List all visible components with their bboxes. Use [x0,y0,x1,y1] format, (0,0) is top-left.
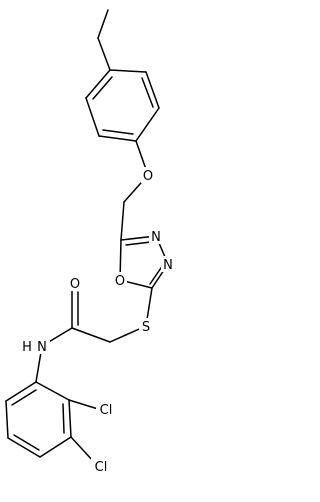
bond-ch2-oxadiazole [120,201,125,241]
atom-label-chlorine-2: Cl [95,460,108,475]
bond-benzene-inner-3 [141,77,154,108]
atom-amide-nitrogen: H N [20,337,50,355]
bond-benzene-6 [109,69,147,73]
bond-chlorine-1 [68,399,99,410]
atom-ether-oxygen: O [141,167,155,184]
bond-oxadiazole-double-2 [149,264,164,285]
atom-label-sulfur: S [142,320,150,335]
bond-ethyl-ch3 [97,9,109,39]
bond-phenyl-2 [68,399,72,438]
atom-label-ether-oxygen: O [143,169,153,184]
bond-phenyl-6 [5,381,37,402]
bond-benzene-inner-1 [92,76,113,100]
bond-phenyl-inner-1 [62,403,65,434]
atom-label-chlorine-1: Cl [100,403,113,418]
atom-sulfur: S [139,318,153,335]
bond-benzene-5 [145,71,160,109]
atom-ring-nitrogen-1: N [149,228,163,245]
atom-ring-nitrogen-2: N [161,256,175,273]
bond-benzene-4 [135,107,160,142]
atom-label-amide-nitrogen: N [37,340,47,355]
bond-chlorine-2 [70,436,95,463]
atom-chlorine-2: Cl [91,458,111,475]
atom-chlorine-1: Cl [96,401,116,418]
bond-phenyl-5 [5,400,9,439]
atom-label-amide-hydrogen: H [22,340,32,355]
molecule-structure: O O N N S O H N Cl [5,9,175,475]
bond-benzene-2 [85,97,100,137]
bond-phenyl-inner-3 [11,389,37,406]
bond-benzene-3 [98,135,137,142]
atom-label-ring-nitrogen-1: N [151,230,161,245]
atom-label-carbonyl-oxygen: O [70,277,80,292]
atom-carbonyl-oxygen: O [68,275,82,292]
bond-phenyl-1 [35,381,70,401]
bond-ch2-carbonyl [71,327,111,343]
bond-oxadiazole-double-1 [125,241,152,246]
bond-layer [5,9,169,463]
atom-label-ring-oxygen: O [115,274,125,289]
bond-benzene-1 [85,69,111,99]
atom-label-ring-nitrogen-2: N [163,258,173,273]
bond-phenyl-3 [39,436,72,458]
atom-ring-oxygen: O [113,272,127,289]
atom-label-layer: O O N N S O H N Cl [20,167,175,475]
bond-ethyl-ch2 [97,37,111,71]
bond-benzene-inner-2 [102,129,134,135]
bond-phenyl-inner-2 [13,434,40,451]
bond-phenyl-4 [7,437,41,458]
